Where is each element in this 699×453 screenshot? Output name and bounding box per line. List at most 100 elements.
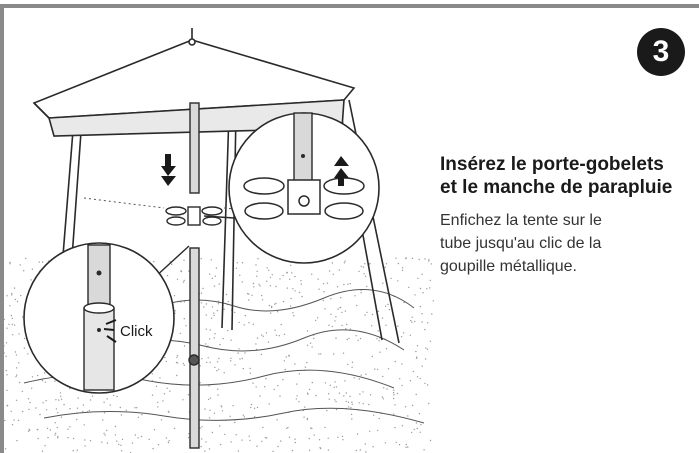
sand-speck bbox=[41, 261, 44, 263]
sand-speck bbox=[416, 345, 419, 347]
sand-speck bbox=[167, 441, 170, 444]
sand-speck bbox=[9, 263, 11, 265]
sand-speck bbox=[218, 368, 220, 371]
sand-speck bbox=[199, 382, 201, 384]
sand-speck bbox=[44, 372, 46, 374]
sand-speck bbox=[114, 434, 117, 436]
sand-speck bbox=[219, 443, 222, 446]
sand-speck bbox=[239, 358, 241, 360]
sand-speck bbox=[345, 400, 347, 403]
sand-speck bbox=[291, 272, 293, 274]
sand-speck bbox=[392, 392, 395, 394]
sand-speck bbox=[313, 337, 315, 340]
sand-speck bbox=[183, 301, 186, 303]
sand-speck bbox=[16, 374, 18, 376]
sand-speck bbox=[69, 426, 71, 428]
sand-speck bbox=[268, 269, 270, 271]
sand-speck bbox=[217, 394, 219, 396]
sand-speck bbox=[45, 409, 48, 411]
sand-speck bbox=[282, 379, 284, 381]
sand-speck bbox=[174, 310, 176, 312]
sand-speck bbox=[411, 404, 414, 407]
sand-speck bbox=[221, 410, 224, 412]
sand-speck bbox=[311, 381, 313, 384]
sand-speck bbox=[363, 273, 365, 275]
sand-speck bbox=[218, 283, 220, 285]
sand-speck bbox=[242, 367, 244, 370]
sand-speck bbox=[344, 380, 346, 382]
sand-speck bbox=[106, 398, 108, 400]
sand-speck bbox=[419, 305, 422, 308]
sand-speck bbox=[17, 419, 20, 422]
sand-speck bbox=[276, 311, 279, 313]
sand-speck bbox=[401, 363, 403, 365]
sand-speck bbox=[265, 332, 268, 334]
sand-speck bbox=[296, 383, 298, 385]
sand-speck bbox=[341, 435, 344, 438]
sand-speck bbox=[396, 392, 399, 395]
sand-speck bbox=[292, 312, 294, 314]
sand-speck bbox=[355, 449, 357, 452]
sand-speck bbox=[18, 333, 20, 335]
sand-speck bbox=[272, 450, 274, 452]
sand-speck bbox=[211, 277, 213, 279]
sand-speck bbox=[365, 451, 367, 453]
sand-speck bbox=[201, 358, 203, 360]
sand-speck bbox=[37, 374, 39, 377]
sand-speck bbox=[215, 267, 218, 269]
sand-speck bbox=[407, 446, 409, 448]
sand-speck bbox=[39, 413, 41, 416]
sand-speck bbox=[21, 390, 23, 393]
sand-speck bbox=[67, 428, 69, 430]
sand-speck bbox=[428, 259, 430, 261]
sand-speck bbox=[234, 311, 236, 314]
sand-speck bbox=[368, 403, 370, 406]
sand-speck bbox=[137, 416, 139, 418]
sand-speck bbox=[308, 449, 311, 451]
sand-speck bbox=[248, 293, 250, 295]
sand-speck bbox=[153, 429, 156, 431]
sand-speck bbox=[185, 325, 187, 327]
title-line-1: Insérez le porte-gobelets bbox=[440, 154, 664, 175]
sand-speck bbox=[213, 312, 215, 314]
sand-speck bbox=[30, 279, 32, 281]
sand-speck bbox=[15, 399, 18, 401]
click-indicator-icon bbox=[103, 319, 117, 343]
sand-speck bbox=[205, 314, 207, 316]
sand-speck bbox=[294, 441, 297, 444]
sand-speck bbox=[301, 295, 303, 298]
sand-speck bbox=[338, 392, 341, 394]
frame-left-border bbox=[0, 4, 4, 453]
sand-speck bbox=[227, 329, 229, 332]
sand-speck bbox=[415, 422, 418, 424]
sand-speck bbox=[424, 382, 426, 385]
sand-speck bbox=[249, 367, 251, 370]
sand-speck bbox=[379, 351, 381, 353]
sand-speck bbox=[261, 440, 263, 443]
sand-speck bbox=[200, 258, 202, 260]
sand-speck bbox=[265, 378, 267, 380]
sand-speck bbox=[293, 315, 295, 317]
sand-speck bbox=[262, 335, 264, 337]
sand-speck bbox=[431, 313, 433, 315]
sand-speck bbox=[199, 427, 201, 429]
sand-speck bbox=[401, 425, 404, 427]
sand-speck bbox=[349, 328, 352, 330]
sand-speck bbox=[311, 427, 313, 430]
sand-speck bbox=[208, 448, 211, 450]
sand-speck bbox=[209, 273, 211, 275]
sand-speck bbox=[384, 442, 387, 444]
sand-speck bbox=[210, 259, 212, 261]
sand-speck bbox=[337, 308, 339, 310]
sand-speck bbox=[16, 439, 18, 442]
sand-speck bbox=[416, 427, 418, 430]
sand-speck bbox=[216, 361, 219, 363]
sand-speck bbox=[140, 435, 143, 438]
sand-speck bbox=[286, 287, 288, 289]
sand-speck bbox=[54, 434, 56, 436]
sand-speck bbox=[223, 308, 225, 310]
sand-speck bbox=[429, 340, 432, 342]
sand-speck bbox=[315, 319, 317, 322]
sand-speck bbox=[356, 433, 359, 435]
sand-speck bbox=[200, 292, 203, 294]
